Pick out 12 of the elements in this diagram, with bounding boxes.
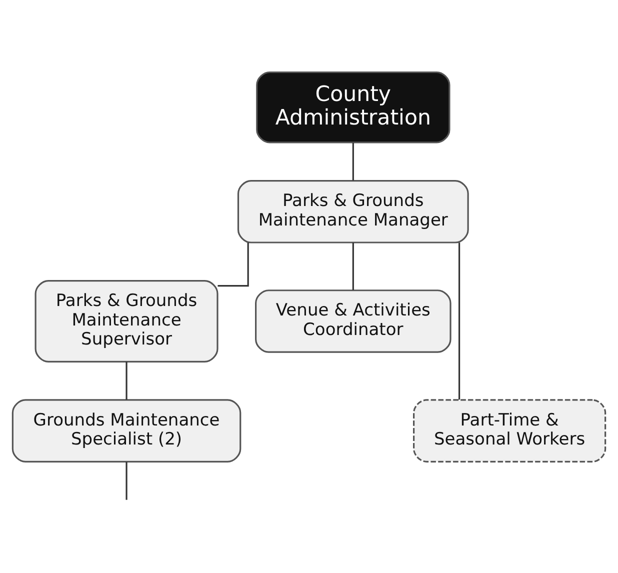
connector	[126, 362, 128, 400]
connector	[352, 242, 354, 290]
node-box: County Administration	[256, 71, 450, 144]
node-box: Part-Time & Seasonal Workers	[413, 399, 606, 462]
connector	[352, 142, 354, 181]
node-box: Venue & Activities Coordinator	[255, 290, 452, 353]
connector	[458, 242, 460, 400]
node-box: Grounds Maintenance Specialist (2)	[12, 399, 242, 462]
node-box: Parks & Grounds Maintenance Supervisor	[34, 280, 218, 362]
connector	[218, 242, 249, 287]
node-box: Parks & Grounds Maintenance Manager	[237, 180, 469, 244]
connector	[126, 462, 128, 500]
